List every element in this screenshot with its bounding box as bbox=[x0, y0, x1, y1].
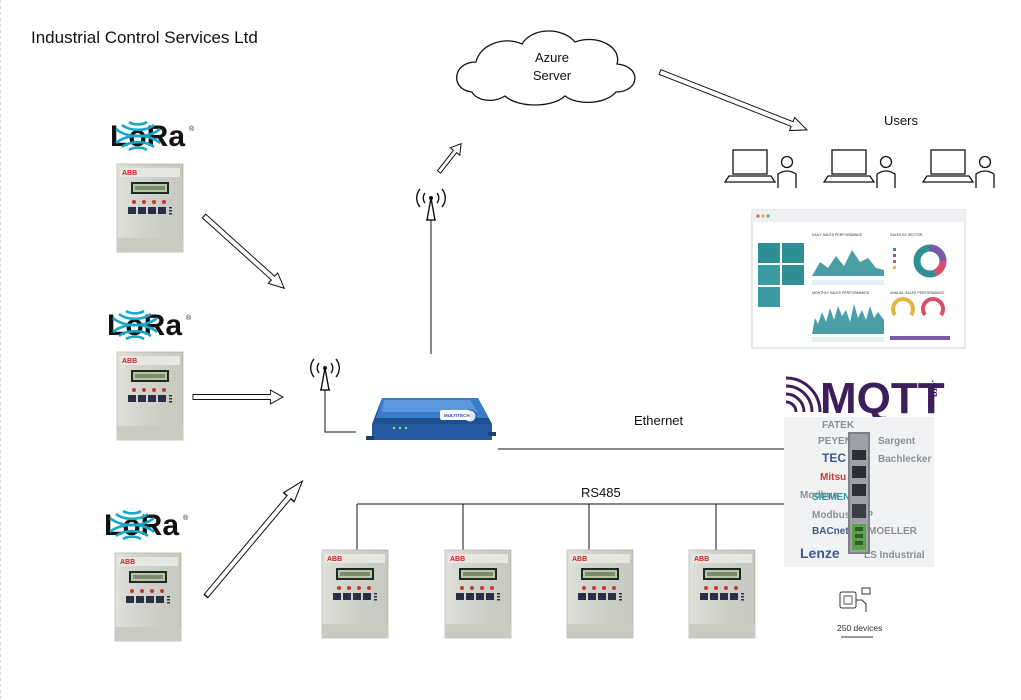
svg-text:®: ® bbox=[183, 514, 189, 522]
rs485-meter-device: ABB bbox=[566, 549, 634, 639]
user-laptop-icon bbox=[823, 149, 896, 189]
lora-meter-device: ABB bbox=[114, 552, 182, 642]
lora-meter-device: ABB bbox=[116, 163, 184, 253]
rs485-bus bbox=[356, 503, 784, 550]
multitech-gateway-icon: MULTITECH bbox=[366, 398, 496, 440]
svg-text:ABB: ABB bbox=[122, 170, 137, 177]
dashboard-panel-title: MONTHLY SALES PERFORMANCE bbox=[812, 291, 870, 295]
svg-text:®: ® bbox=[186, 314, 192, 322]
protocol-gateway-panel: FATEK PEYEN Sargent TEC Bachlecker Mitsu… bbox=[784, 417, 934, 567]
svg-text:Modbus: Modbus bbox=[800, 490, 839, 501]
azure-cloud-icon bbox=[456, 30, 636, 106]
din-rail-gateway-device bbox=[848, 432, 870, 554]
cloud-to-users-arrow bbox=[658, 69, 809, 132]
svg-text:LS Industrial: LS Industrial bbox=[864, 550, 925, 561]
svg-text:MQTT: MQTT bbox=[820, 374, 945, 423]
meter-to-gateway-arrow bbox=[192, 389, 284, 405]
svg-text:Lenze: Lenze bbox=[800, 545, 840, 561]
svg-text:ABB: ABB bbox=[694, 556, 709, 563]
meter-to-gateway-arrow bbox=[199, 475, 309, 602]
device-count-icon bbox=[839, 587, 871, 612]
svg-text:ABB: ABB bbox=[122, 358, 137, 365]
antenna-connector-line bbox=[324, 390, 356, 433]
svg-text:ABB: ABB bbox=[572, 556, 587, 563]
cloud-label-line1: Azure bbox=[535, 50, 569, 65]
svg-text:Mitsu: Mitsu bbox=[820, 472, 846, 483]
meter-to-gateway-arrow bbox=[198, 210, 290, 294]
dashboard-panel-title: SALES BY SECTOR bbox=[890, 233, 923, 237]
svg-text:TEC: TEC bbox=[822, 451, 846, 465]
svg-text:ABB: ABB bbox=[120, 559, 135, 566]
company-title: Industrial Control Services Ltd bbox=[31, 28, 258, 47]
dashboard-thumbnail: DAILY SALES PERFORMANCE SALES BY SECTOR … bbox=[751, 209, 966, 349]
gateway-antenna-icon bbox=[310, 358, 340, 391]
user-laptop-icon bbox=[922, 149, 995, 189]
svg-text:FATEK: FATEK bbox=[822, 420, 855, 431]
rs485-meter-device: ABB bbox=[321, 549, 389, 639]
dashboard-panel-title: ANNUAL SALES PERFORMANCE bbox=[890, 291, 945, 295]
svg-text:MOELLER: MOELLER bbox=[868, 526, 918, 537]
device-count-label: 250 devices bbox=[837, 623, 882, 633]
svg-text:SIEMENS: SIEMENS bbox=[812, 492, 857, 503]
rs485-meter-device: ABB bbox=[444, 549, 512, 639]
rs485-label: RS485 bbox=[581, 485, 621, 500]
svg-text:PEYEN: PEYEN bbox=[818, 436, 852, 447]
svg-text:Bachlecker: Bachlecker bbox=[878, 454, 931, 465]
svg-text:MULTITECH: MULTITECH bbox=[444, 413, 470, 418]
svg-text:Sargent: Sargent bbox=[878, 436, 916, 447]
cloud-label-line2: Server bbox=[533, 68, 572, 83]
svg-text:ABB: ABB bbox=[327, 556, 342, 563]
lora-meter-device: ABB bbox=[116, 351, 184, 441]
users-label: Users bbox=[884, 113, 918, 128]
mqtt-logo: MQTT .org bbox=[784, 374, 945, 423]
svg-text:.org: .org bbox=[930, 380, 940, 397]
svg-text:ABB: ABB bbox=[450, 556, 465, 563]
lora-logo: LoRa ® bbox=[107, 309, 192, 342]
svg-text:BACnet: BACnet bbox=[812, 526, 849, 537]
lora-logo: LoRa ® bbox=[104, 509, 189, 542]
dashboard-panel-title: DAILY SALES PERFORMANCE bbox=[812, 233, 863, 237]
ethernet-label: Ethernet bbox=[634, 413, 684, 428]
rs485-meter-device: ABB bbox=[688, 549, 756, 639]
cellular-antenna-icon bbox=[416, 188, 446, 221]
user-laptop-icon bbox=[724, 149, 797, 189]
uplink-arrow bbox=[436, 142, 462, 174]
lora-logo: LoRa ® bbox=[110, 120, 195, 153]
svg-text:®: ® bbox=[189, 125, 195, 133]
svg-text:Modbus TCP: Modbus TCP bbox=[812, 510, 873, 521]
